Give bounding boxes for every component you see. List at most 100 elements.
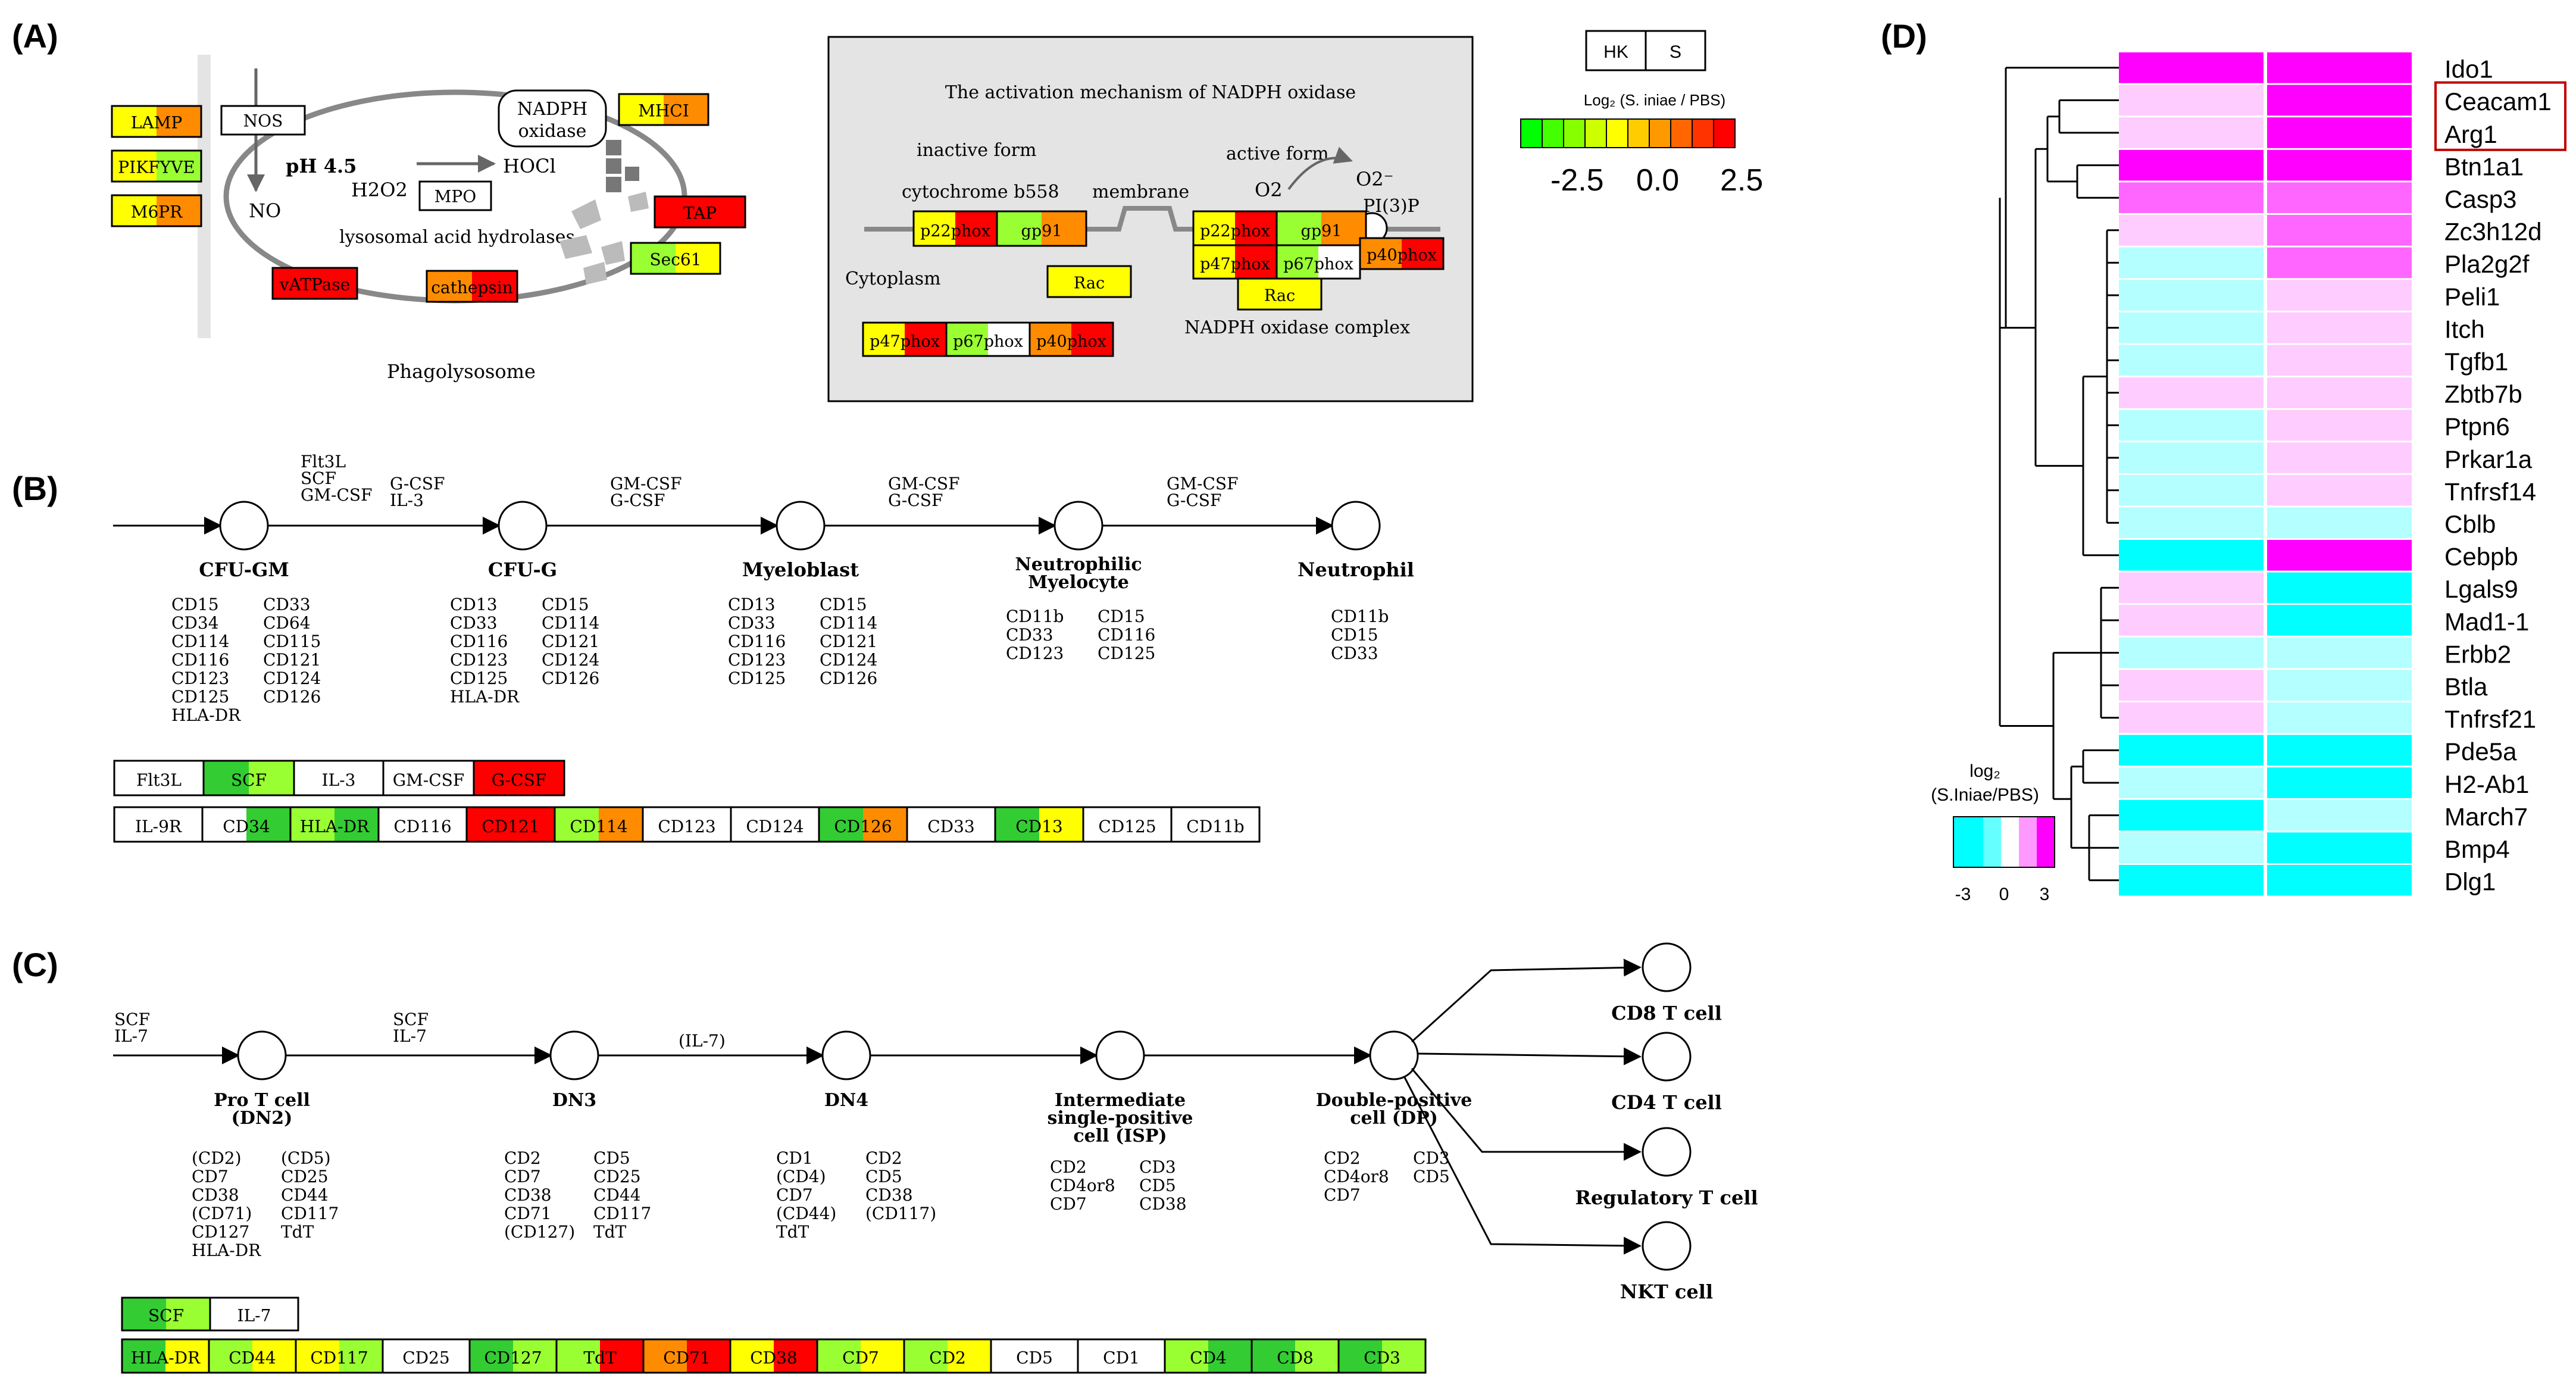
- heatmap-legend-swatch: [2037, 817, 2055, 867]
- marker-label: CD5: [865, 1167, 902, 1186]
- node-name-pro-t-cell-dn2: Pro T cell(DN2): [214, 1090, 310, 1129]
- marker-label: CD7: [192, 1167, 229, 1186]
- gene-box-label: CD125: [1098, 817, 1156, 836]
- heatmap-row-tnfrsf21: Tnfrsf21: [2119, 702, 2536, 733]
- gene-box-fill: [619, 94, 664, 125]
- heatmap-cell-s: [2267, 442, 2412, 473]
- marker-label: CD2: [504, 1148, 541, 1168]
- gene-box-label: CD4: [1190, 1348, 1227, 1367]
- marker-label: (CD5): [281, 1148, 331, 1168]
- legend-swatch: [1649, 118, 1671, 148]
- marker-label: CD114: [820, 613, 877, 633]
- gene-box-fill: [513, 1339, 557, 1373]
- marker-label: CD13: [728, 595, 776, 614]
- gene-box-vatpase: vATPase: [271, 267, 358, 300]
- legend-swatch: [1713, 118, 1736, 148]
- branch-arrow: [1411, 958, 1642, 1043]
- gene-box-fill: [991, 1339, 1078, 1373]
- gene-box-fill: [166, 1298, 210, 1330]
- hocl-label: HOCl: [503, 155, 556, 177]
- gene-box-fill: [383, 761, 474, 795]
- cytokine-label-gm-csf: GM-CSF: [888, 474, 960, 493]
- gene-box-fill: [209, 1339, 253, 1373]
- terminal-name-nkt-cell: NKT cell: [1620, 1280, 1713, 1303]
- gene-box-label: Rac: [1264, 286, 1295, 305]
- legend-hk-box: [1585, 30, 1647, 71]
- gene-box-fill: [687, 1339, 730, 1373]
- gene-box-label: p47phox: [1200, 255, 1270, 273]
- gene-box-p47phox: p47phox: [1192, 244, 1278, 280]
- gene-label-pde5a: Pde5a: [2444, 738, 2517, 766]
- heatmap-cell-hk: [2119, 832, 2264, 863]
- marker-label: CD33: [1331, 643, 1378, 663]
- cytokine-label-scf: SCF: [393, 1010, 429, 1029]
- legend-swatch: [1584, 118, 1607, 148]
- branch-arrow: [1403, 1077, 1642, 1255]
- gene-box-fill: [122, 1339, 166, 1373]
- cytokine-label-il-7: IL-7: [114, 1026, 148, 1046]
- heatmap-cell-s: [2267, 865, 2412, 896]
- gene-box-fill: [420, 182, 491, 210]
- gene-box-g-csf: G-CSF: [473, 760, 565, 796]
- heatmap-cell-s: [2267, 670, 2412, 701]
- gene-label-btla: Btla: [2444, 673, 2488, 701]
- heatmap-row-pde5a: Pde5a: [2119, 735, 2517, 766]
- gene-box-cd11b: CD11b: [1170, 806, 1261, 843]
- heatmap-legend-swatch: [2019, 817, 2037, 867]
- marker-label: CD121: [542, 632, 599, 651]
- gene-label-mad1-1: Mad1-1: [2444, 608, 2529, 636]
- gene-label-zc3h12d: Zc3h12d: [2444, 218, 2541, 246]
- marker-label: CD38: [504, 1185, 552, 1205]
- gene-box-fill: [599, 807, 643, 842]
- marker-label: CD127: [192, 1222, 249, 1242]
- branch-arrow: [1417, 1047, 1642, 1066]
- gene-box-p67phox: p67phox: [1276, 244, 1361, 280]
- gene-box-label: MPO: [434, 187, 476, 207]
- gene-box-label: TAP: [683, 203, 717, 223]
- heatmap-row-itch: Itch: [2119, 312, 2485, 343]
- gene-box-fill: [383, 1339, 470, 1373]
- marker-label: TdT: [776, 1222, 809, 1242]
- cytokine-label-gm-csf: GM-CSF: [1167, 474, 1239, 493]
- heatmap-panel: Ido1Ceacam1Arg1Btn1a1Casp3Zc3h12dPla2g2f…: [1931, 52, 2566, 904]
- marker-label: CD125: [171, 687, 229, 707]
- gene-box-label: HLA-DR: [300, 817, 370, 836]
- gene-label-ceacam1: Ceacam1: [2444, 88, 2552, 115]
- gene-box-label: CD114: [570, 817, 627, 836]
- cytokine-label-g-csf: G-CSF: [390, 474, 445, 493]
- heatmap-cell-hk: [2119, 735, 2264, 766]
- cell-node-cd4-t-cell: [1642, 1032, 1692, 1082]
- gene-box-mpo: MPO: [418, 180, 492, 211]
- legend-s-box: [1645, 30, 1706, 71]
- gene-box-cd117: CD117: [295, 1338, 384, 1374]
- gene-box-gp91: gp91: [996, 210, 1087, 247]
- gene-box-border: [1028, 321, 1114, 357]
- legend-swatch: [1520, 118, 1543, 148]
- heatmap-legend-swatch: [1953, 817, 1983, 867]
- gene-box-fill: [655, 196, 745, 227]
- legend-swatch: [1542, 118, 1564, 148]
- gene-box-lamp: LAMP: [111, 105, 202, 138]
- heatmap-cell-s: [2267, 605, 2412, 636]
- cytokine-label-flt3l: Flt3L: [301, 452, 346, 471]
- heatmap-cell-hk: [2119, 670, 2264, 701]
- marker-label: CD123: [171, 668, 229, 688]
- gene-box-label: cathepsin: [431, 277, 513, 297]
- gene-box-label: p22phox: [920, 222, 990, 240]
- gene-box-fill: [204, 761, 249, 795]
- heatmap-cell-s: [2267, 345, 2412, 376]
- cell-node-cfu-gm: [219, 501, 269, 551]
- heatmap-row-lgals9: Lgals9: [2119, 572, 2518, 604]
- dendrogram-branch: [2058, 99, 2119, 134]
- dendrogram-branch: [2088, 814, 2119, 882]
- branch-arrow: [1411, 1068, 1642, 1161]
- o2-label: O2: [1255, 179, 1283, 201]
- heatmap-row-prkar1a: Prkar1a: [2119, 442, 2533, 473]
- gene-box-fill: [643, 1339, 687, 1373]
- heatmap-cell-s: [2267, 767, 2412, 798]
- gene-box-cd123: CD123: [642, 806, 732, 843]
- gene-box-cd116: CD116: [377, 806, 468, 843]
- cytokine-label-scf: SCF: [114, 1010, 150, 1029]
